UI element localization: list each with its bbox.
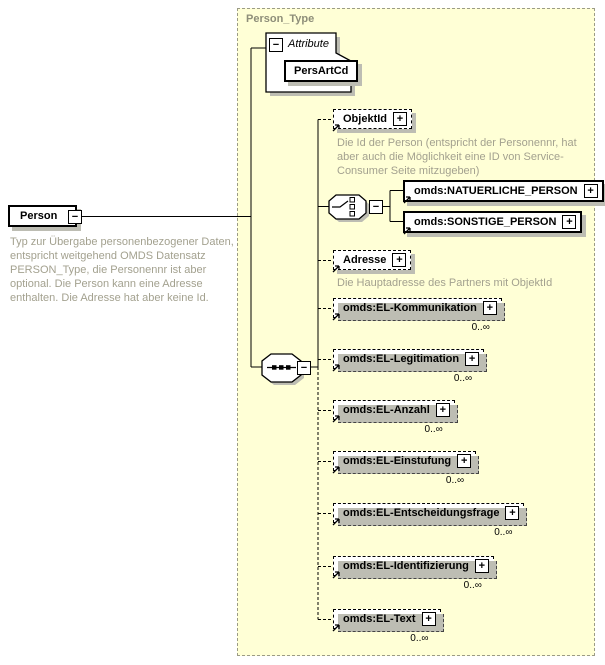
occurrence-label: 0..∞ [463, 580, 482, 591]
element-el-text[interactable]: omds:EL-Text + 0..∞ [332, 609, 444, 644]
reference-arrow-icon [332, 415, 340, 423]
element-label: ObjektId [343, 113, 388, 125]
element-el-entscheidungsfrage[interactable]: omds:EL-Entscheidungsfrage + 0..∞ [332, 503, 528, 538]
element-sonstige-person[interactable]: omds:SONSTIGE_PERSON + [403, 211, 583, 235]
reference-arrow-icon [332, 571, 340, 579]
element-el-anzahl[interactable]: omds:EL-Anzahl + 0..∞ [332, 400, 458, 435]
element-label: omds:EL-Anzahl [343, 404, 430, 416]
collapse-icon[interactable]: − [68, 210, 82, 224]
reference-arrow-icon [332, 364, 340, 372]
reference-arrow-icon [332, 124, 340, 132]
objektid-annotation: Die Id der Person (entspricht der Person… [337, 137, 577, 177]
person-type-container: Person_Type [237, 8, 595, 656]
person-annotation: Typ zur Übergabe personenbezogener Daten… [10, 236, 234, 304]
element-el-einstufung[interactable]: omds:EL-Einstufung + 0..∞ [332, 451, 480, 486]
expand-icon[interactable]: + [421, 612, 436, 626]
element-el-identifizierung[interactable]: omds:EL-Identifizierung + 0..∞ [332, 556, 497, 591]
element-label: omds:EL-Text [343, 613, 416, 625]
element-label: omds:EL-Entscheidungsfrage [343, 507, 500, 519]
attribute-persartcd[interactable]: PersArtCd [284, 60, 359, 82]
reference-arrow-icon [332, 466, 340, 474]
element-label: omds:SONSTIGE_PERSON [414, 216, 557, 228]
element-label: omds:NATUERLICHE_PERSON [414, 185, 578, 197]
element-el-legitimation[interactable]: omds:EL-Legitimation + 0..∞ [332, 349, 488, 384]
expand-icon[interactable]: + [562, 215, 577, 229]
occurrence-label: 0..∞ [453, 373, 473, 384]
collapse-icon[interactable]: − [297, 361, 311, 375]
element-label: Person [20, 210, 58, 222]
reference-arrow-icon [332, 313, 340, 321]
attribute-group-label: Attribute [288, 38, 329, 50]
expand-icon[interactable]: + [474, 559, 489, 573]
occurrence-label: 0..∞ [471, 322, 490, 333]
expand-icon[interactable]: + [505, 506, 520, 520]
collapse-icon[interactable]: − [269, 38, 283, 52]
expand-icon[interactable]: + [435, 403, 450, 417]
occurrence-label: 0..∞ [410, 633, 429, 644]
element-objektid[interactable]: ObjektId + [332, 109, 413, 132]
reference-arrow-icon [403, 196, 411, 204]
reference-arrow-icon [332, 265, 340, 273]
element-el-kommunikation[interactable]: omds:EL-Kommunikation + 0..∞ [332, 298, 505, 333]
reference-arrow-icon [403, 227, 411, 235]
occurrence-label: 0..∞ [424, 424, 443, 435]
expand-icon[interactable]: + [482, 301, 497, 315]
occurrence-label: 0..∞ [494, 527, 513, 538]
expand-icon[interactable]: + [392, 253, 407, 267]
collapse-icon[interactable]: − [369, 200, 383, 214]
occurrence-label: 0..∞ [445, 475, 465, 486]
element-label: omds:EL-Kommunikation [343, 302, 477, 314]
container-title: Person_Type [246, 13, 315, 25]
expand-icon[interactable]: + [393, 112, 408, 126]
element-label: Adresse [343, 254, 387, 266]
reference-arrow-icon [332, 624, 340, 632]
reference-arrow-icon [332, 518, 340, 526]
element-label: omds:EL-Einstufung [343, 455, 452, 467]
expand-icon[interactable]: + [465, 352, 480, 366]
element-person[interactable]: Person − [8, 205, 82, 227]
expand-icon[interactable]: + [583, 184, 598, 198]
element-label: omds:EL-Legitimation [343, 353, 460, 365]
expand-icon[interactable]: + [457, 454, 472, 468]
element-natuerliche-person[interactable]: omds:NATUERLICHE_PERSON + [403, 180, 604, 204]
adresse-annotation: Die Hauptadresse des Partners mit Objekt… [337, 277, 553, 289]
sequence-icon [261, 353, 304, 385]
element-adresse[interactable]: Adresse + [332, 250, 412, 273]
choice-icon [328, 194, 369, 222]
element-label: omds:EL-Identifizierung [343, 560, 469, 572]
